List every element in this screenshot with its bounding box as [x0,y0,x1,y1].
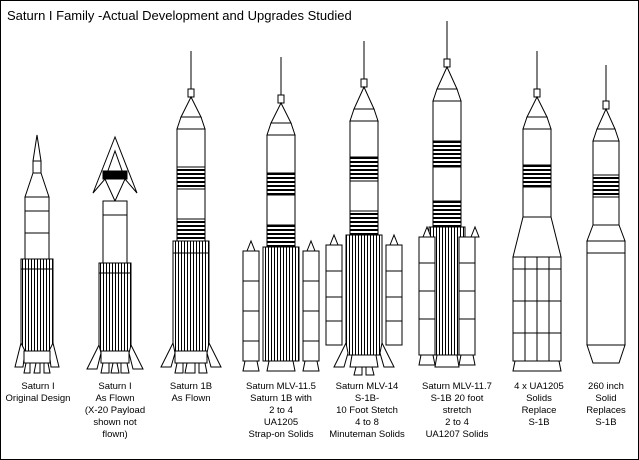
caption-mlv-11-5: Saturn MLV-11.5 Saturn 1B with 2 to 4 UA… [246,381,316,440]
caption-mlv-14: Saturn MLV-14 S-1B- 10 Foot Stetch 4 to … [329,381,405,440]
caption-saturn-i-original: Saturn I Original Design [5,381,71,404]
rocket-mlv-14 [325,41,403,376]
rocket-saturn-i-original [14,134,60,374]
rocket-4-ua1205 [512,51,562,372]
caption-saturn-1b: Saturn 1B As Flown [169,381,213,404]
caption-mlv-11-7: Saturn MLV-11.7 S-1B 20 foot stretch 2 t… [422,381,492,440]
caption-4-ua1205: 4 x UA1205 Solids Replace S-1B [514,381,564,428]
diagram-title: Saturn I Family -Actual Development and … [7,8,352,23]
caption-260-inch-solid: 260 inch Solid Replaces S-1B [586,381,626,428]
rocket-mlv-11-5 [242,57,320,372]
rocket-mlv-11-7 [418,21,480,368]
rocket-saturn-1b [160,51,222,374]
caption-saturn-i-as-flown: Saturn I As Flown (X-20 Payload shown no… [84,381,146,440]
rocket-saturn-i-as-flown [86,135,144,374]
rocket-260-inch-solid [586,65,626,364]
